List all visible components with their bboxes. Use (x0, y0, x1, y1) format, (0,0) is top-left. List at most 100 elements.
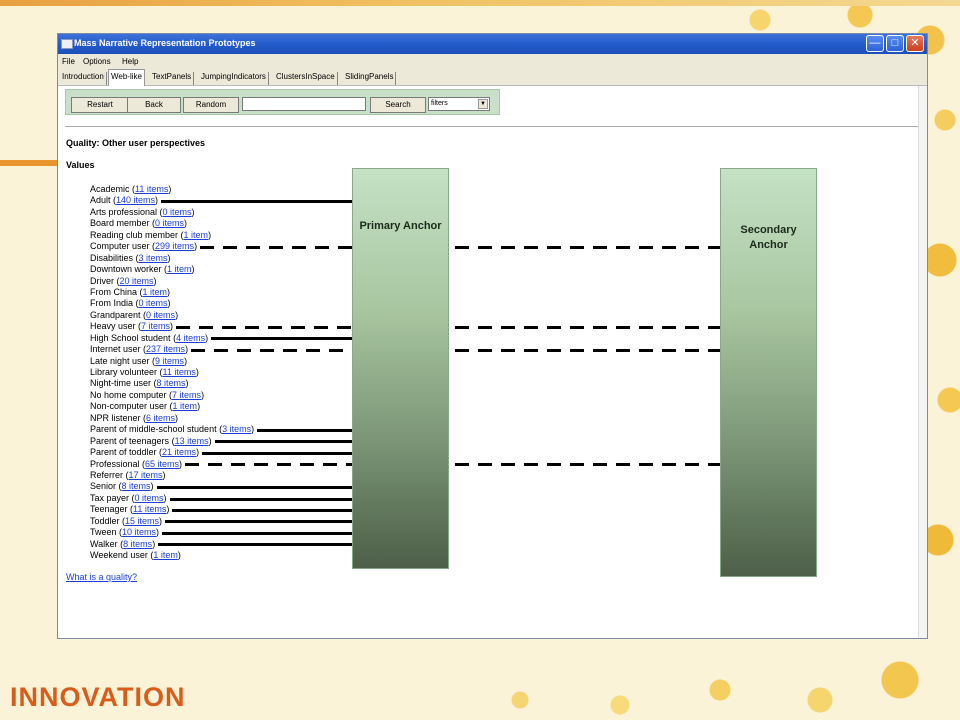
value-name: Heavy user (90, 321, 136, 332)
value-item: Library volunteer (11 items) (90, 367, 199, 377)
value-item: Non-computer user (1 item) (90, 401, 201, 412)
value-count-link[interactable]: 237 items (146, 344, 186, 355)
title-bar[interactable]: Mass Narrative Representation Prototypes… (58, 34, 927, 54)
scroll-track[interactable] (918, 86, 927, 638)
value-count-link[interactable]: 6 items (146, 412, 176, 423)
value-item: Parent of toddler (21 items) (90, 447, 200, 458)
value-count-link[interactable]: 21 items (162, 447, 197, 458)
value-count-link[interactable]: 1 item (167, 264, 192, 275)
value-name: Internet user (90, 344, 141, 355)
search-button[interactable]: Search (370, 97, 426, 113)
solid-connector-group (157, 200, 352, 546)
value-name: Senior (90, 481, 117, 492)
what-is-quality-link[interactable]: What is a quality? (66, 572, 138, 582)
tab-introduction[interactable]: Introduction (60, 72, 107, 85)
value-item: Computer user (299 items) (90, 241, 198, 252)
value-name: Walker (90, 538, 118, 549)
value-count-link[interactable]: 1 item (153, 550, 178, 560)
minimize-button[interactable]: — (866, 35, 884, 52)
toolbar: Restart Back Random Search filters ▼ (65, 89, 500, 115)
value-count-link[interactable]: 9 items (155, 355, 185, 366)
value-count-link[interactable]: 140 items (116, 195, 156, 206)
value-name: Tween (90, 527, 117, 538)
tab-web-like[interactable]: Web-like (108, 69, 145, 86)
value-item: Senior (8 items) (90, 481, 154, 492)
menu-options[interactable]: Options (83, 57, 111, 66)
value-count-link[interactable]: 15 items (125, 515, 160, 526)
value-count-link[interactable]: 1 item (172, 401, 198, 412)
value-item: Teenager (11 items) (90, 504, 170, 515)
innovation-logo: INNOVATION (10, 682, 186, 712)
value-count-link[interactable]: 11 items (162, 367, 196, 377)
value-item: Academic (11 items) (90, 184, 172, 194)
minimize-icon: — (869, 37, 881, 49)
value-count-link[interactable]: 4 items (176, 332, 206, 343)
value-count-link[interactable]: 65 items (145, 458, 180, 469)
value-count-link[interactable]: 13 items (174, 435, 209, 446)
tab-textpanels[interactable]: TextPanels (150, 72, 195, 85)
left-accent-bar (0, 160, 58, 166)
value-count-link[interactable]: 3 items (138, 252, 168, 263)
value-count-link[interactable]: 8 items (156, 378, 186, 389)
value-count-link[interactable]: 0 items (155, 218, 185, 229)
value-item: Driver (20 items) (90, 275, 157, 286)
dropdown-arrow-icon[interactable]: ▼ (478, 99, 488, 109)
value-count-link[interactable]: 7 items (172, 389, 202, 400)
value-count-link[interactable]: 20 items (119, 275, 154, 286)
value-count-link[interactable]: 299 items (155, 241, 195, 252)
tab-slidingpanels[interactable]: SlidingPanels (343, 72, 397, 85)
tab-bar: Introduction Web-like TextPanels Jumping… (58, 69, 927, 86)
value-count-link[interactable]: 0 items (134, 492, 164, 503)
value-count-link[interactable]: 0 items (138, 298, 168, 309)
value-name: Toddler (90, 515, 120, 526)
value-item: Heavy user (7 items) (90, 321, 174, 332)
value-count-link[interactable]: 8 items (121, 481, 151, 492)
menu-help[interactable]: Help (122, 57, 139, 66)
random-button[interactable]: Random (183, 97, 239, 113)
value-count-link[interactable]: 7 items (141, 321, 171, 332)
value-name: Night-time user (90, 378, 152, 389)
value-count-link[interactable]: 0 items (162, 206, 192, 217)
secondary-anchor-panel[interactable]: Secondary Anchor (720, 168, 817, 577)
value-item: Parent of teenagers (13 items) (90, 435, 212, 446)
value-count-link[interactable]: 11 items (135, 184, 169, 194)
value-count-link[interactable]: 10 items (122, 527, 157, 538)
value-name: High School student (90, 332, 171, 343)
tab-jumpingindicators[interactable]: JumpingIndicators (199, 72, 269, 85)
value-item: Grandparent (0 items) (90, 309, 179, 320)
value-name: Weekend user (90, 550, 148, 560)
back-button[interactable]: Back (127, 97, 181, 113)
value-count-link[interactable]: 8 items (123, 538, 153, 549)
search-input[interactable] (242, 97, 366, 111)
value-name: No home computer (90, 389, 167, 400)
value-name: Teenager (90, 504, 128, 515)
maximize-icon: □ (891, 37, 899, 49)
close-button[interactable]: ✕ (906, 35, 924, 52)
value-count-link[interactable]: 1 item (142, 286, 168, 297)
value-count-link[interactable]: 17 items (128, 469, 163, 480)
value-name: Parent of teenagers (90, 435, 170, 446)
value-name: Downtown worker (90, 264, 162, 275)
filters-select-value: filters (431, 100, 448, 107)
value-item: Late night user (9 items) (90, 355, 188, 366)
primary-anchor-panel[interactable]: Primary Anchor (352, 168, 449, 569)
value-name: Tax payer (90, 492, 130, 503)
value-item: Professional (65 items) (90, 458, 183, 469)
menu-file[interactable]: File (62, 57, 75, 66)
value-count-link[interactable]: 1 item (183, 229, 209, 240)
value-count-link[interactable]: 3 items (222, 424, 252, 435)
menu-bar: File Options Help (58, 54, 927, 69)
maximize-button[interactable]: □ (886, 35, 904, 52)
tab-clustersinspace[interactable]: ClustersInSpace (274, 72, 338, 85)
app-icon (61, 39, 73, 49)
value-item: Walker (8 items) (90, 538, 156, 549)
value-name: Library volunteer (90, 367, 158, 377)
value-count-link[interactable]: 0 items (146, 309, 176, 320)
value-item: Parent of middle-school student (3 items… (90, 424, 255, 435)
value-item: High School student (4 items) (90, 332, 209, 343)
value-name: Academic (90, 184, 130, 194)
value-count-link[interactable]: 11 items (133, 504, 167, 515)
filters-select[interactable]: filters ▼ (428, 97, 490, 111)
values-list: Academic (11 items)Adult (140 items)Arts… (90, 184, 254, 561)
